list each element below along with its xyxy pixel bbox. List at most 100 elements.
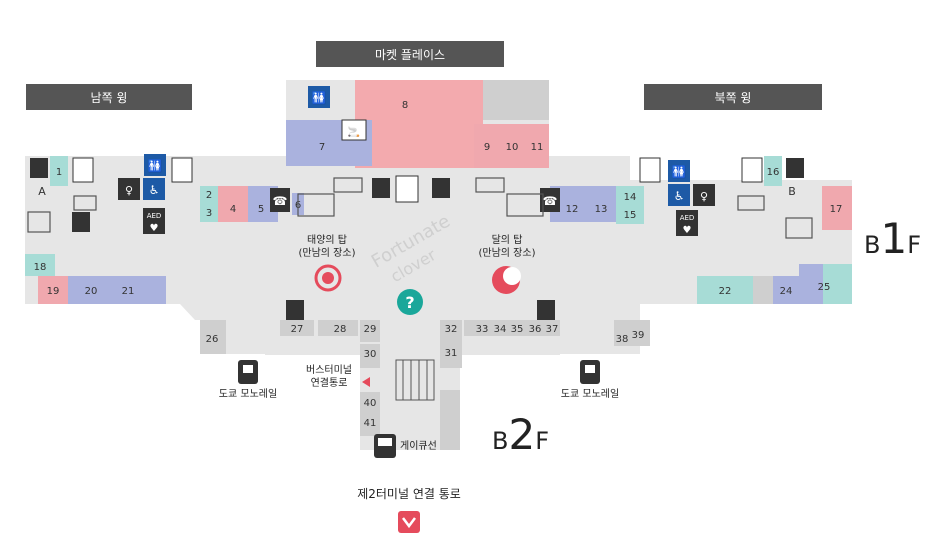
- moon-tower-label: 달의 탑(만남의 장소): [478, 235, 536, 259]
- svg-text:🚻: 🚻: [312, 91, 327, 105]
- shop-25[interactable]: [823, 264, 852, 304]
- svg-text:♀: ♀: [700, 190, 708, 203]
- svg-text:♿: ♿: [149, 183, 160, 197]
- shop-number: 9: [484, 142, 490, 153]
- shop-number: 4: [230, 204, 236, 215]
- svg-text:?: ?: [405, 293, 414, 312]
- shop-number: 7: [319, 142, 325, 153]
- keikyu-label: 게이큐선: [400, 441, 437, 452]
- shop-32[interactable]: [440, 320, 462, 340]
- shop-number: 41: [364, 418, 377, 429]
- monorail-left-label: 도쿄 모노레일: [218, 389, 278, 400]
- shop-23: [753, 276, 773, 304]
- shop-number: 1: [56, 167, 62, 178]
- shop-17[interactable]: [822, 186, 852, 230]
- shop-16[interactable]: [764, 156, 782, 186]
- shop-number: 10: [506, 142, 519, 153]
- shop-27[interactable]: [280, 320, 314, 336]
- toilet-icon: 🚻: [668, 160, 690, 182]
- shop-28[interactable]: [318, 320, 358, 336]
- bus-arrow-icon: [362, 377, 370, 387]
- shop-number: 11: [531, 142, 544, 153]
- svg-text:♀: ♀: [125, 184, 133, 197]
- shop-37[interactable]: [544, 320, 560, 336]
- shop-number: 13: [595, 204, 608, 215]
- svg-text:AED: AED: [147, 212, 162, 220]
- shop-2[interactable]: [200, 186, 218, 202]
- phone-icon: ☎: [540, 188, 560, 212]
- svg-text:♿: ♿: [674, 189, 685, 203]
- shop-40[interactable]: [360, 392, 380, 412]
- nursing-room-icon: ♀: [693, 184, 715, 206]
- shop-14[interactable]: [616, 186, 644, 204]
- shop-number: 19: [47, 286, 60, 297]
- banner-north-wing: 북쪽 윙: [644, 84, 822, 110]
- shop-21[interactable]: [114, 276, 166, 304]
- shop-10[interactable]: [500, 124, 524, 168]
- corner-label-a: A: [38, 185, 46, 198]
- aed-icon: AED ♥: [676, 210, 698, 236]
- svg-text:AED: AED: [680, 214, 695, 222]
- escalator-icon: [395, 359, 435, 401]
- shop-18[interactable]: [25, 254, 55, 276]
- shop-3[interactable]: [200, 202, 218, 222]
- aed-icon: AED♥: [143, 208, 165, 234]
- shop-41[interactable]: [360, 412, 380, 436]
- shop-number: 16: [767, 167, 780, 178]
- shop-number: 2: [206, 190, 212, 201]
- wheelchair-toilet-icon: ♿: [668, 184, 690, 206]
- shop-number: 3: [206, 208, 212, 219]
- shop-number: 30: [364, 349, 377, 360]
- shop-number: 15: [624, 210, 637, 221]
- shop-number: 20: [85, 286, 98, 297]
- corner-label-b: B: [788, 185, 796, 198]
- shop-number: 29: [364, 324, 377, 335]
- monorail-right-label: 도쿄 모노레일: [560, 389, 620, 400]
- phone-icon: ☎: [270, 188, 290, 212]
- train-icon: [374, 434, 396, 458]
- shop-20[interactable]: [68, 276, 114, 304]
- shop-1[interactable]: [50, 156, 68, 186]
- banner-market-place: 마켓 플레이스: [316, 41, 504, 67]
- shop-number: 22: [719, 286, 732, 297]
- shop-number: 38: [616, 334, 629, 345]
- shop-31[interactable]: [440, 340, 462, 368]
- shop-number: 24: [780, 286, 793, 297]
- locker-icon: [30, 158, 804, 320]
- gray-corridor: [440, 390, 460, 450]
- shop-number: 12: [566, 204, 579, 215]
- shop-number: 32: [445, 324, 458, 335]
- shop-22[interactable]: [697, 276, 753, 304]
- shop-26[interactable]: [200, 320, 226, 354]
- shop-number: 25: [818, 282, 831, 293]
- shop-30[interactable]: [360, 344, 380, 368]
- svg-text:♥: ♥: [683, 225, 692, 236]
- shop-29[interactable]: [360, 320, 380, 342]
- shop-number: 28: [334, 324, 347, 335]
- shop-number: 35: [511, 324, 524, 335]
- shop-11[interactable]: [524, 124, 549, 168]
- shops-33-36[interactable]: [464, 320, 544, 336]
- concourse-floor: [25, 80, 852, 450]
- shop-number: 40: [364, 398, 377, 409]
- shop-25a: [799, 264, 823, 304]
- svg-text:🚬: 🚬: [348, 125, 360, 138]
- banner-south-wing: 남쪽 윙: [26, 84, 192, 110]
- shop-number: 14: [624, 192, 637, 203]
- shop-8[interactable]: [355, 80, 483, 168]
- shop-24[interactable]: [773, 276, 799, 304]
- floor-label-b1: B1F: [864, 214, 922, 263]
- svg-text:🚻: 🚻: [148, 159, 163, 173]
- toilet-icon: 🚻: [308, 86, 330, 108]
- shop-15[interactable]: [616, 204, 644, 224]
- shop-19[interactable]: [38, 276, 68, 304]
- shop-9[interactable]: [474, 124, 500, 168]
- shop-38-39[interactable]: [614, 320, 650, 346]
- sun-tower-icon: [314, 264, 342, 292]
- shop-13[interactable]: [586, 186, 616, 222]
- shop-number: 21: [122, 286, 135, 297]
- shop-4[interactable]: [218, 186, 248, 222]
- moon-tower-icon: [492, 266, 521, 294]
- down-arrow-icon[interactable]: [398, 511, 420, 533]
